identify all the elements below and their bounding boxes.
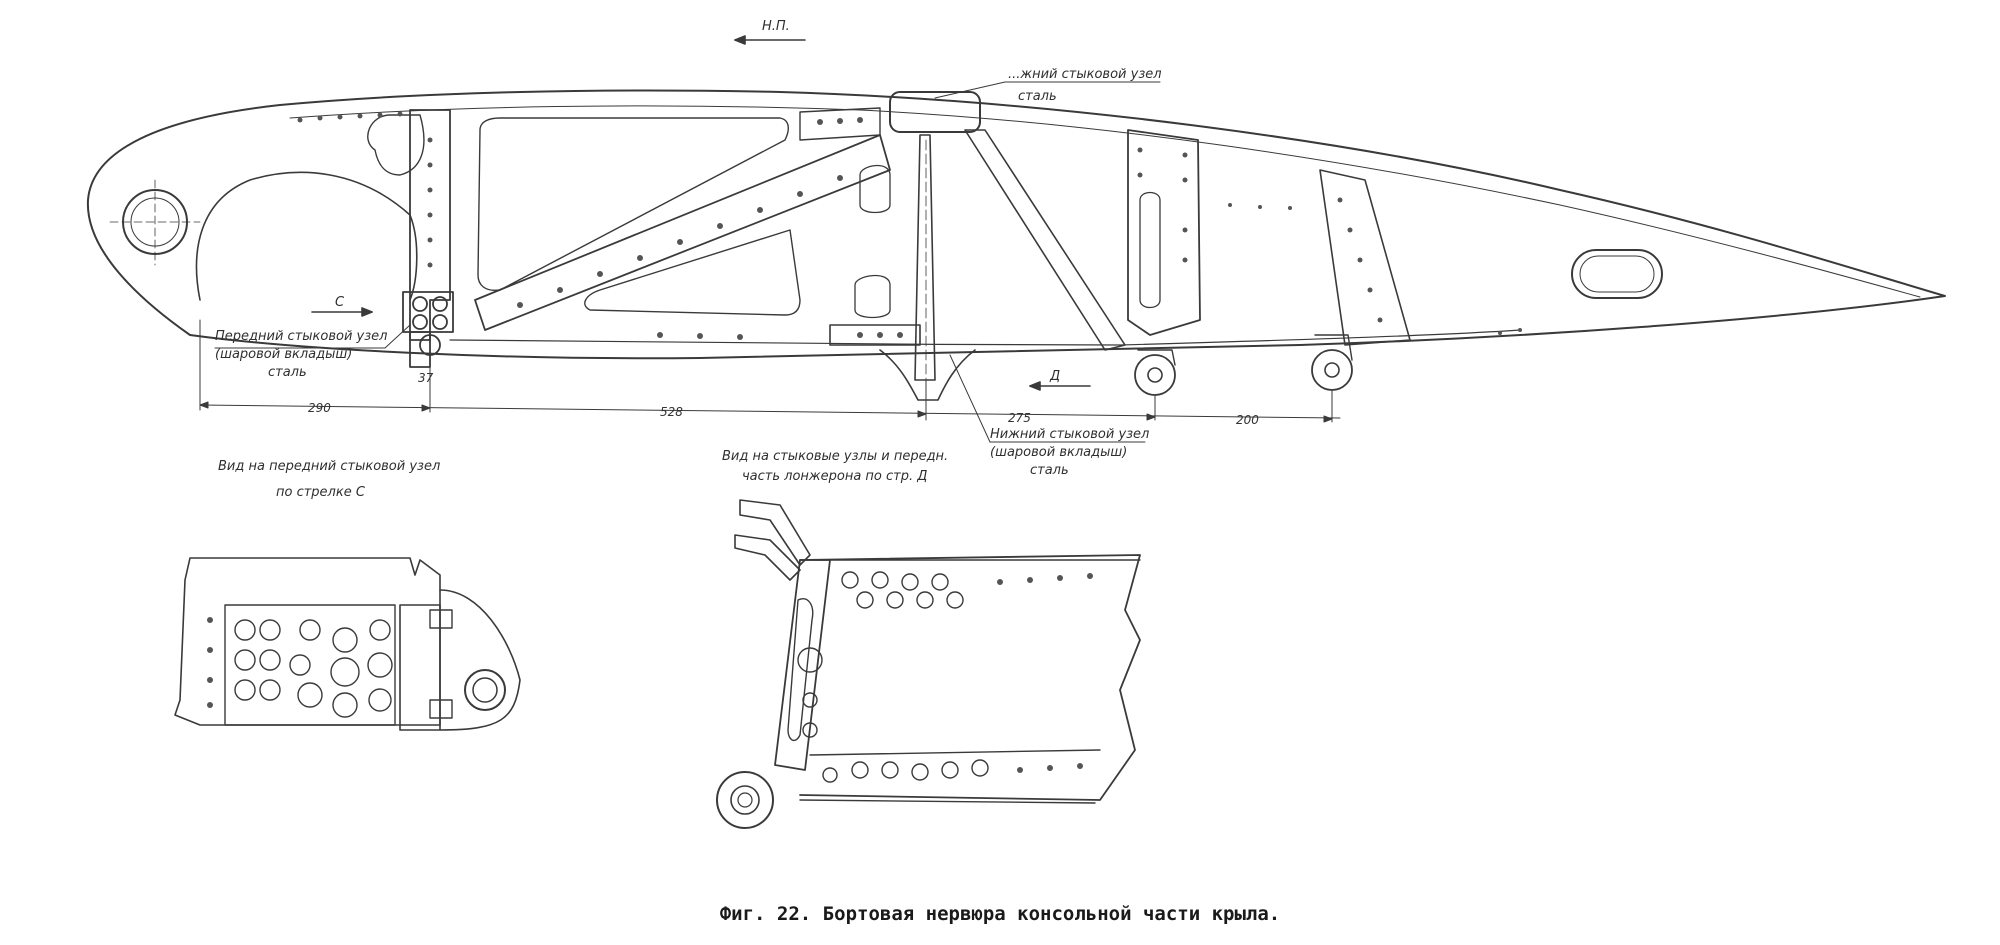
- rear-hinge-lug-1: [1134, 354, 1176, 396]
- dimension-lines: [199, 319, 1341, 423]
- view-arrows: [311, 35, 1091, 391]
- front-joint-label-1: Передний стыковой узел: [215, 329, 387, 344]
- lower-joint-label-3: сталь: [1030, 463, 1069, 478]
- airfoil-outline: [86, 89, 1946, 360]
- aft-stiffener: [1319, 169, 1411, 346]
- np-label: Н.П.: [762, 19, 790, 34]
- view-c-front-joint: [174, 557, 521, 731]
- front-joint-fitting: [402, 291, 454, 368]
- dim-290: 290: [308, 401, 331, 415]
- lower-joint-label-1: Нижний стыковой узел: [990, 427, 1149, 442]
- upper-joint-node: [889, 91, 981, 133]
- upper-joint-label-2: сталь: [1018, 89, 1057, 104]
- view-d-title-1: Вид на стыковые узлы и передн.: [722, 449, 948, 464]
- upper-joint-label-1: ...жний стыковой узел: [1008, 67, 1162, 82]
- dim-528: 528: [660, 405, 683, 419]
- rivet-rows: [297, 111, 1522, 340]
- front-joint-label-3: сталь: [268, 365, 307, 380]
- figure-caption: Фиг. 22. Бортовая нервюра консольной час…: [719, 903, 1281, 925]
- arrow-c-label: С: [335, 295, 345, 310]
- center-post: [914, 134, 936, 381]
- lightening-cutout-1: [477, 117, 789, 292]
- lower-flange: [449, 329, 1521, 346]
- dim-275: 275: [1008, 411, 1031, 425]
- rear-spar: [1127, 129, 1201, 336]
- front-joint-label-2: (шаровой вкладыш): [215, 347, 352, 362]
- dim-37: 37: [418, 371, 434, 385]
- skin-inner-line: [289, 105, 1921, 298]
- rib-side-view: [86, 35, 1946, 443]
- dim-200: 200: [1236, 413, 1259, 427]
- arrow-d-label: Д: [1049, 369, 1060, 384]
- rear-hinge-lug-2: [1311, 349, 1353, 391]
- view-d-title-2: часть лонжерона по стр. Д: [742, 469, 927, 484]
- leader-lines: [214, 81, 1161, 443]
- view-d-hinge-lug: [716, 771, 774, 829]
- front-spar: [409, 109, 451, 341]
- aft-lightening-hole: [1571, 249, 1663, 299]
- view-c-title-2: по стрелке С: [276, 485, 366, 500]
- rear-brace: [964, 129, 1126, 351]
- diagonal-strut: [474, 134, 891, 331]
- lower-joint-label-2: (шаровой вкладыш): [990, 445, 1127, 460]
- view-d-joints: [716, 499, 1141, 829]
- view-c-title-1: Вид на передний стыковой узел: [218, 459, 440, 474]
